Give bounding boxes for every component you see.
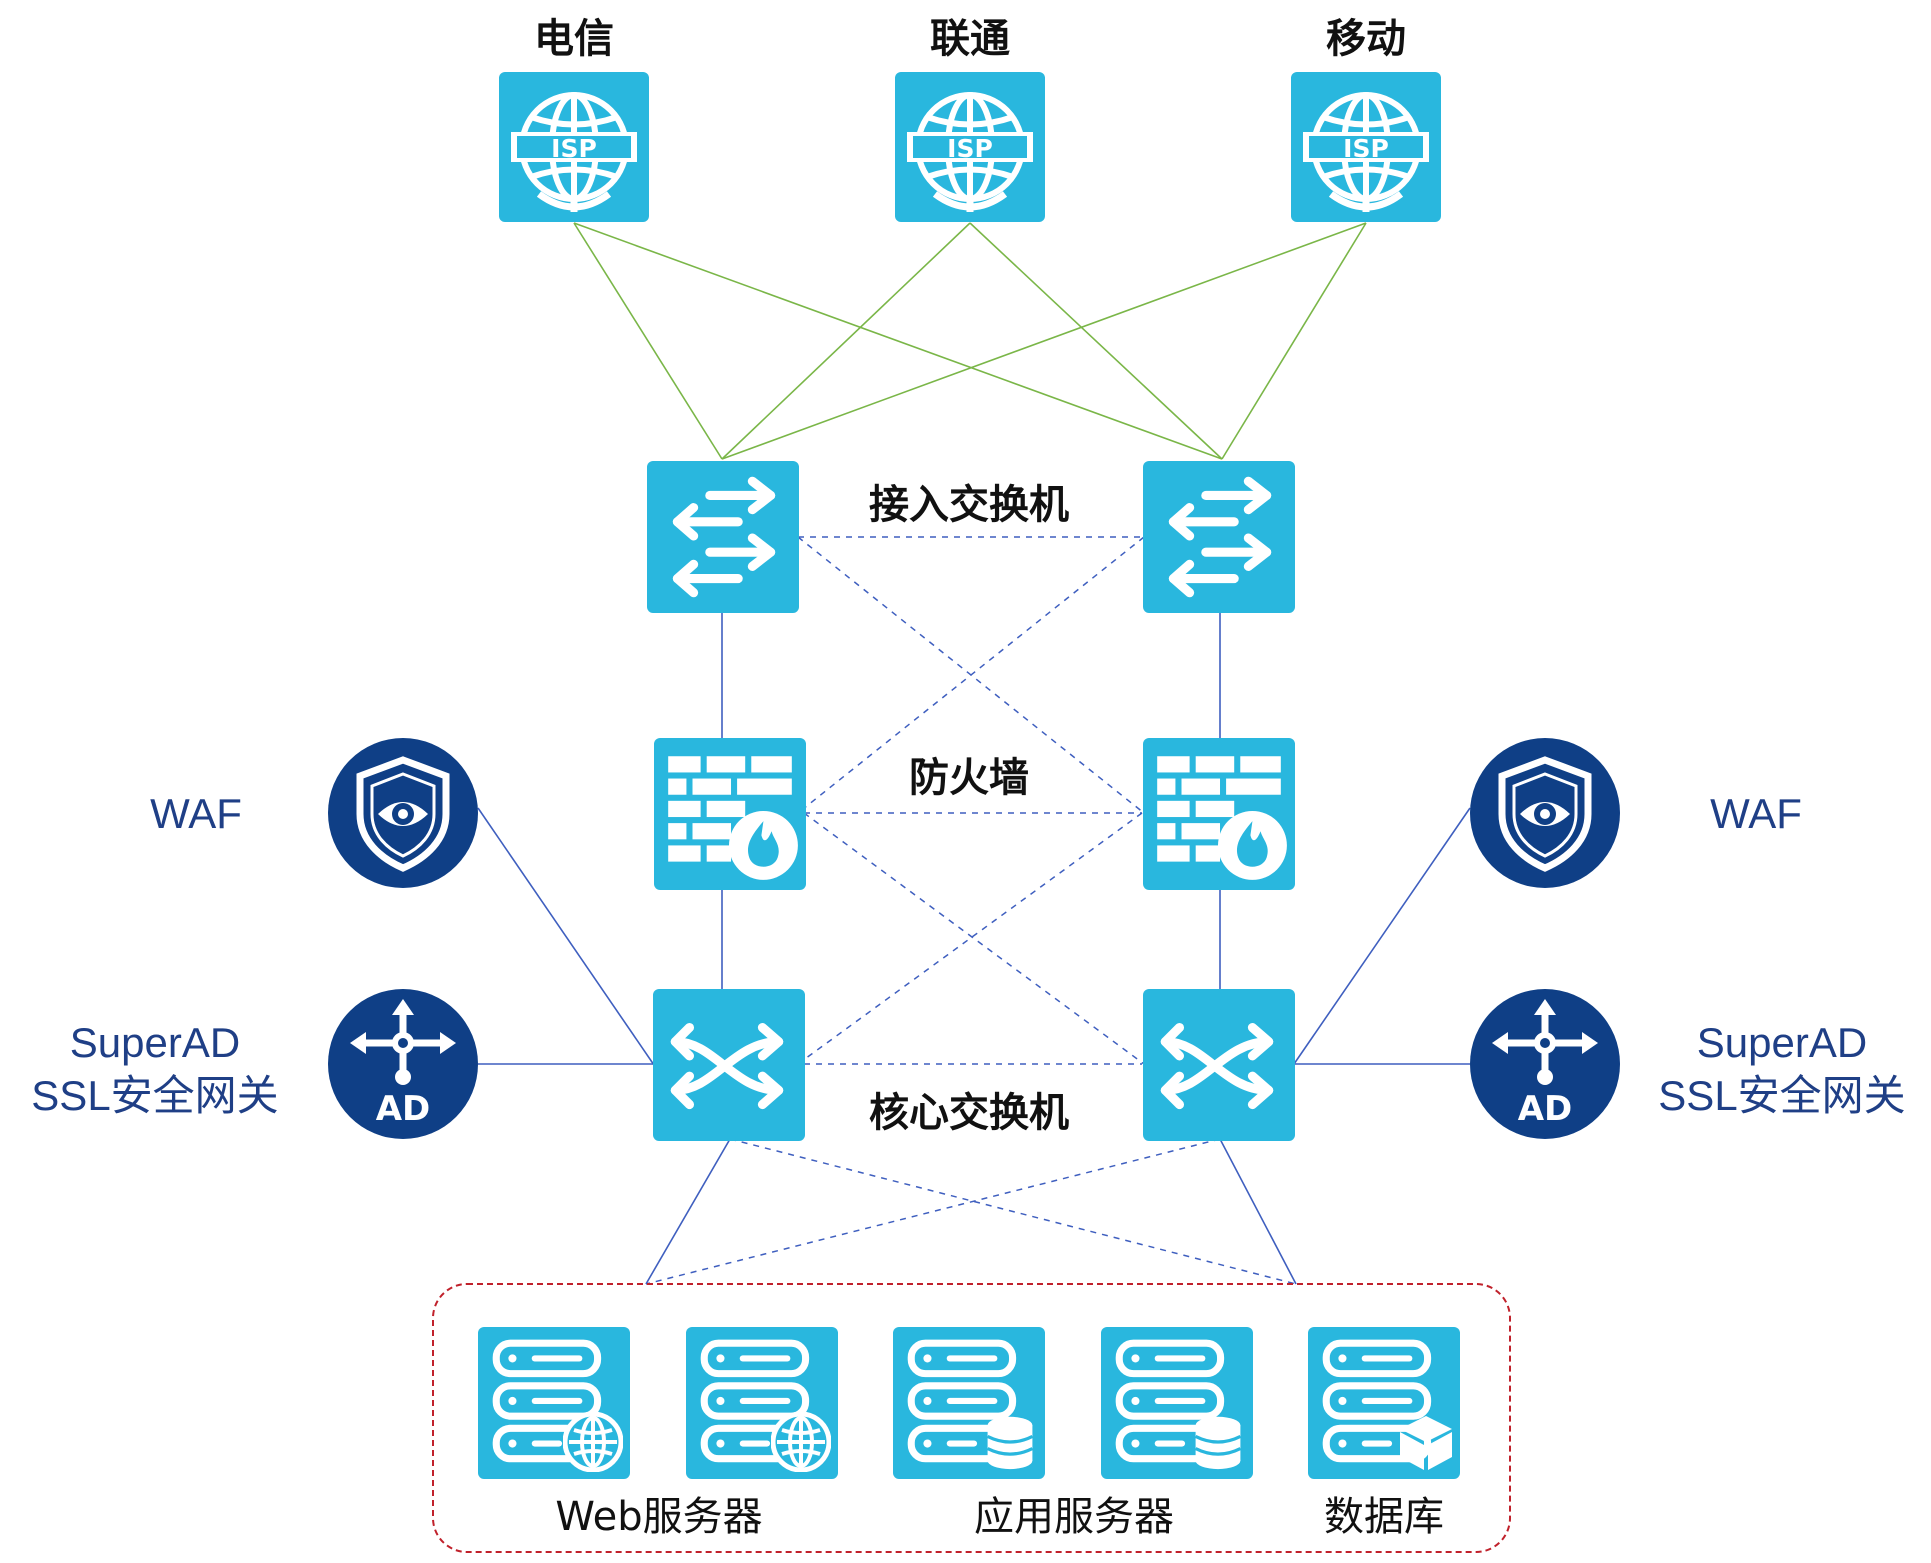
isp-node-mobile[interactable]: ISP 移动 [1291,16,1441,222]
server-group-frame [432,1283,1511,1553]
isp-label-telecom: 电信 [534,16,614,62]
web-server-1[interactable] [478,1327,630,1479]
ad-gateway-left[interactable]: AD [328,989,478,1139]
web-server-2[interactable] [686,1327,838,1479]
isp-badge-text: ISP [947,134,993,163]
database-server[interactable] [1308,1327,1460,1479]
firewall-left[interactable] [654,738,806,890]
core-switch-left[interactable] [653,989,805,1141]
gateway-label-right-line2: SSL安全网关 [1658,1072,1905,1119]
globe-icon [565,1414,621,1470]
gateway-label-left-line1: SuperAD [70,1019,240,1066]
web-server-label: Web服务器 [555,1494,762,1540]
waf-label-left: WAF [150,790,242,837]
gateway-label-left-line2: SSL安全网关 [31,1072,278,1119]
isp-label-unicom: 联通 [930,16,1010,62]
solid-links [477,613,1471,1285]
gateway-label-right-line1: SuperAD [1697,1019,1867,1066]
ad-gateway-right[interactable]: AD [1470,989,1620,1139]
database-icon [985,1415,1035,1471]
isp-links [573,222,1367,460]
dashed-links [645,536,1297,1285]
app-server-label: 应用服务器 [974,1494,1174,1540]
waf-right[interactable] [1470,738,1620,888]
core-switch-label: 核心交换机 [869,1090,1069,1136]
ad-badge-text: AD [376,1089,431,1129]
app-server-1[interactable] [893,1327,1045,1479]
globe-icon [773,1414,829,1470]
firewall-label: 防火墙 [909,755,1029,801]
ad-badge-text: AD [1518,1089,1573,1129]
isp-badge-text: ISP [1343,134,1389,163]
isp-badge-text: ISP [551,134,597,163]
access-switch-right[interactable] [1143,461,1295,613]
core-switch-right[interactable] [1143,989,1295,1141]
app-server-2[interactable] [1101,1327,1253,1479]
isp-node-unicom[interactable]: ISP 联通 [895,16,1045,222]
database-label: 数据库 [1324,1494,1444,1540]
database-icon [1193,1415,1243,1471]
isp-node-telecom[interactable]: ISP 电信 [499,16,649,222]
waf-label-right: WAF [1710,790,1802,837]
firewall-right[interactable] [1143,738,1295,890]
access-switch-label: 接入交换机 [869,482,1069,528]
access-switch-left[interactable] [647,461,799,613]
waf-left[interactable] [328,738,478,888]
isp-label-mobile: 移动 [1326,16,1406,62]
